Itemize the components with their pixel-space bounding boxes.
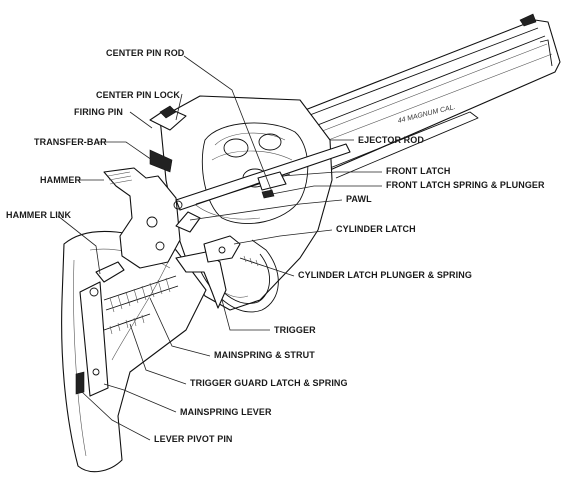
label-center-pin-lock: CENTER PIN LOCK — [96, 90, 181, 100]
label-front-latch: FRONT LATCH — [386, 166, 451, 176]
label-center-pin-rod: CENTER PIN ROD — [106, 48, 185, 58]
label-lever-pivot-pin: LEVER PIVOT PIN — [154, 434, 233, 444]
hammer — [103, 149, 181, 269]
rods — [173, 143, 351, 233]
label-front-latch-spring-plunger: FRONT LATCH SPRING & PLUNGER — [386, 180, 545, 190]
label-cylinder-latch: CYLINDER LATCH — [336, 224, 416, 234]
label-transfer-bar: TRANSFER-BAR — [34, 137, 107, 147]
leader-lines — [57, 55, 382, 441]
label-mainspring-lever: MAINSPRING LEVER — [180, 407, 272, 417]
label-trigger: TRIGGER — [274, 325, 316, 335]
barrel — [299, 13, 561, 179]
label-hammer-link: HAMMER LINK — [6, 210, 72, 220]
label-ejector-rod: EJECTOR ROD — [358, 135, 424, 145]
hammer-link-and-lever — [75, 261, 125, 397]
label-firing-pin: FIRING PIN — [74, 107, 124, 117]
mainspring — [103, 275, 179, 335]
cylinder-latch — [203, 235, 265, 267]
label-cylinder-latch-plunger-spring: CYLINDER LATCH PLUNGER & SPRING — [298, 270, 472, 280]
label-mainspring-strut: MAINSPRING & STRUT — [214, 350, 315, 360]
label-hammer: HAMMER — [40, 175, 82, 185]
label-pawl: PAWL — [346, 194, 372, 204]
label-trigger-guard-latch-spring: TRIGGER GUARD LATCH & SPRING — [190, 378, 348, 388]
